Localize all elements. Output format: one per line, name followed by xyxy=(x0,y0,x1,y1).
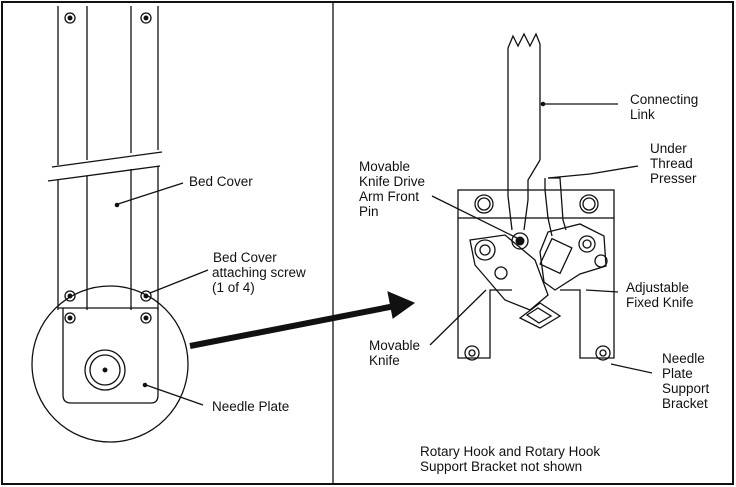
side-frame xyxy=(457,218,615,359)
label-connecting-link-2: Link xyxy=(630,107,655,122)
label-support-2: Plate xyxy=(662,366,693,381)
adjustable-fixed-knife xyxy=(539,223,608,291)
connecting-link xyxy=(507,32,541,231)
label-movable-drive-2: Knife Drive xyxy=(359,174,425,189)
knife-mechanism-drawing: Connecting Link Under Thread Presser Mov… xyxy=(359,32,710,474)
label-movable-drive-4: Pin xyxy=(359,204,379,219)
label-support-4: Bracket xyxy=(662,396,708,411)
label-movable-drive-3: Arm Front xyxy=(359,189,419,204)
bed-cover-lower-section xyxy=(57,166,159,310)
label-under-thread-2: Thread xyxy=(650,156,693,171)
label-screw-line3: (1 of 4) xyxy=(212,280,255,295)
note-line-2: Support Bracket not shown xyxy=(420,459,582,474)
bed-cover-drawing: Bed Cover Bed Cover attaching screw (1 o… xyxy=(31,6,416,443)
movable-knife-drive-arm xyxy=(469,232,549,311)
magnifier-circle xyxy=(31,285,189,443)
bed-cover-upper-section xyxy=(57,6,159,165)
label-under-thread-1: Under xyxy=(650,141,687,156)
break-lines xyxy=(47,151,163,182)
label-adjustable-2: Fixed Knife xyxy=(626,295,694,310)
movable-knife-blade xyxy=(518,302,562,329)
label-adjustable-1: Adjustable xyxy=(626,280,689,295)
label-movable-knife-2: Knife xyxy=(369,353,400,368)
label-needle-plate: Needle Plate xyxy=(212,399,289,414)
bed-cover-screws xyxy=(64,290,152,324)
magnify-arrow xyxy=(189,291,416,349)
left-leader-lines xyxy=(114,182,209,406)
label-screw-line1: Bed Cover xyxy=(213,250,277,265)
bottom-pivots xyxy=(464,345,611,361)
label-movable-knife-1: Movable xyxy=(369,338,420,353)
top-screws xyxy=(64,12,152,24)
right-leader-lines xyxy=(429,101,653,374)
label-screw-line2: attaching screw xyxy=(212,265,306,280)
needle-plate-drawing xyxy=(58,307,159,404)
label-support-1: Needle xyxy=(662,351,705,366)
label-support-3: Support xyxy=(662,381,710,396)
note-line-1: Rotary Hook and Rotary Hook xyxy=(420,444,600,459)
top-bracket xyxy=(457,189,615,219)
label-under-thread-3: Presser xyxy=(650,171,697,186)
label-movable-drive-1: Movable xyxy=(359,159,410,174)
under-thread-presser xyxy=(544,177,567,237)
label-connecting-link-1: Connecting xyxy=(630,92,698,107)
label-bed-cover: Bed Cover xyxy=(189,174,253,189)
